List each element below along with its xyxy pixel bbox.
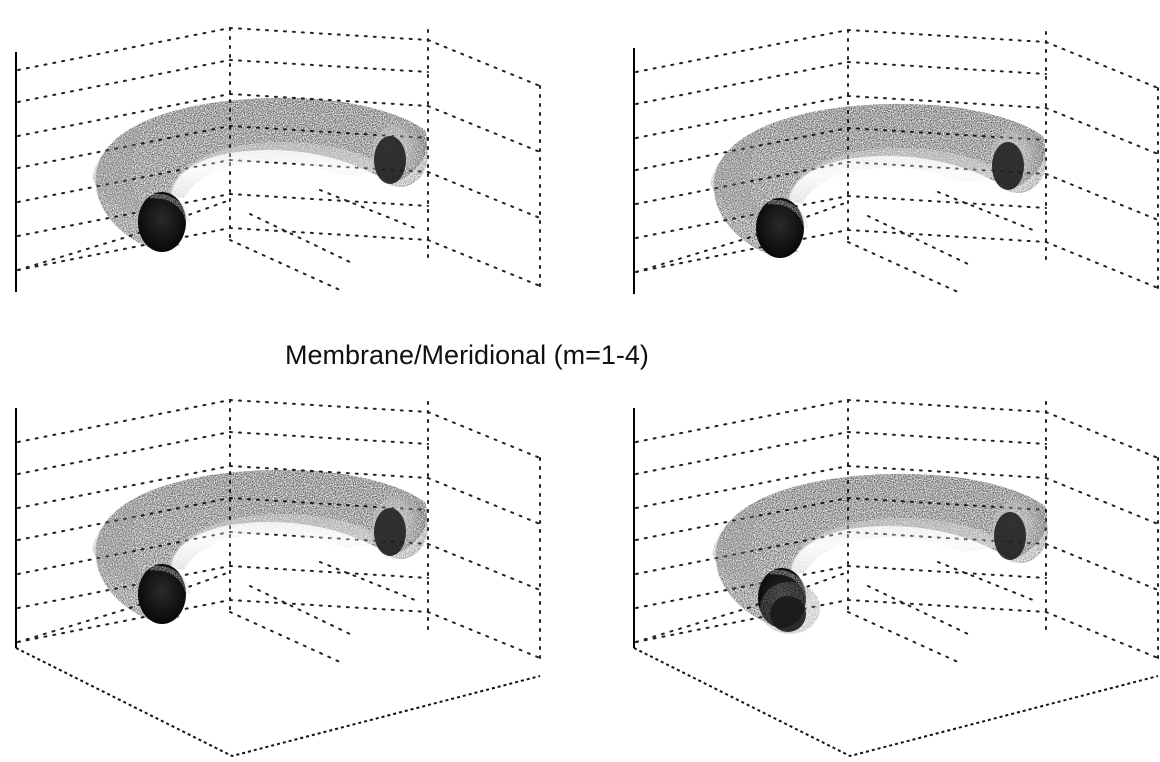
figure-caption: Membrane/Meridional (m=1-4): [285, 340, 649, 370]
mode-shape-panel-2: [633, 29, 1159, 294]
mode-shape-panel-3: [15, 399, 541, 758]
torus-mode-shape: [712, 474, 1048, 634]
mode-shape-panel-4: [633, 399, 1159, 758]
torus-mode-shape: [710, 104, 1046, 258]
torus-mode-shape: [92, 98, 428, 252]
base-edges: [633, 647, 1159, 758]
torus-mode-shape: [92, 470, 428, 624]
mode-shape-panel-1: [15, 27, 541, 292]
base-edges: [15, 647, 541, 758]
